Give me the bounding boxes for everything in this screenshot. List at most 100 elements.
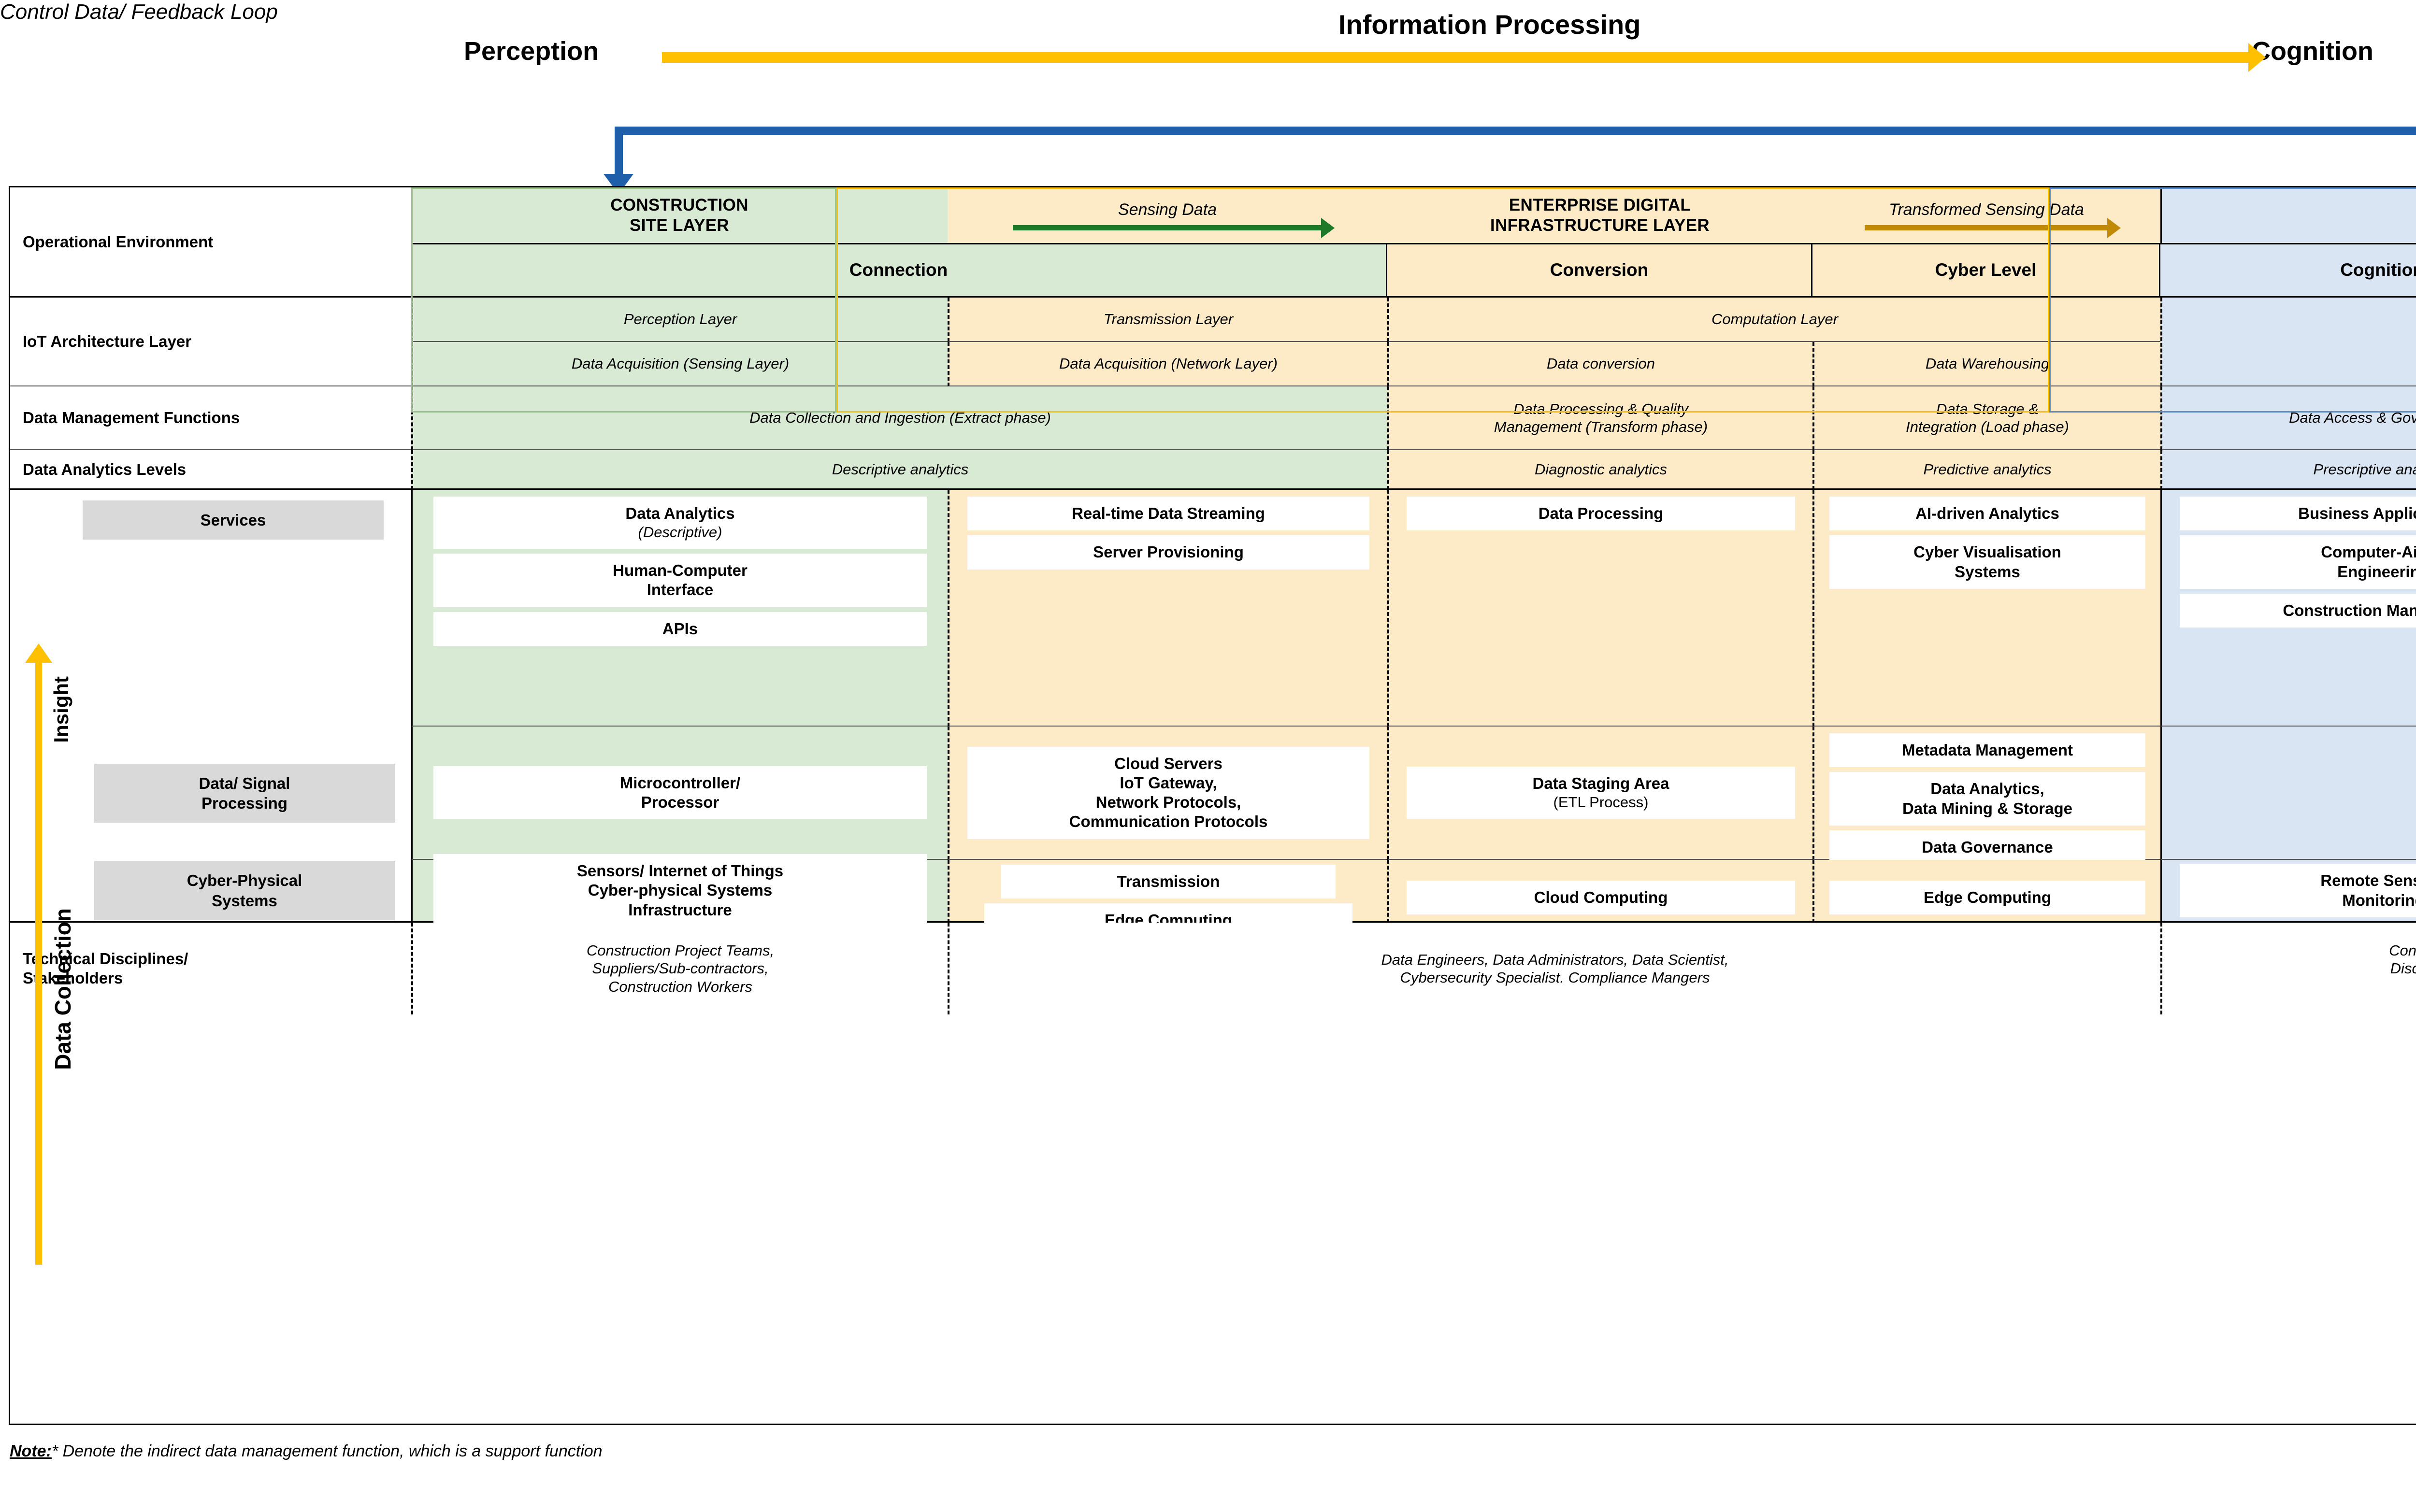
iot-data-warehousing: Data Warehousing [1812, 342, 2160, 386]
dsp-connection-cell: Cloud Servers IoT Gateway, Network Proto… [948, 727, 1387, 860]
td-enterprise-line2: Cybersecurity Specialist. Compliance Man… [1400, 969, 1710, 986]
construction-site-line2: SITE LAYER [630, 215, 729, 235]
services-cyber-cell: AI-driven Analytics Cyber Visualisation … [1812, 490, 2160, 727]
service-box-real-time-data-streaming: Real-time Data Streaming [967, 497, 1370, 531]
service-box-business-applications: Business Applications [2179, 497, 2416, 531]
sensing-data-label: Sensing Data [1118, 200, 1217, 219]
cps-level-cyber: Cyber Level [1812, 244, 2160, 298]
dsp-conversion-cell: Data Staging Area (ETL Process) [1387, 727, 1812, 860]
service-box-server-provisioning: Server Provisioning [967, 535, 1370, 570]
iot-data-acquisition-sensing: Data Acquisition (Sensing Layer) [411, 342, 948, 386]
td-construction-cell: Construction Project Teams, Suppliers/Su… [411, 923, 948, 1014]
td-professional-line3: Stakeholders [2389, 978, 2416, 996]
enterprise-line2: INFRASTRUCTURE LAYER [1490, 215, 1710, 235]
professional-disciplines-layer-header: PROFESSIONAL DISCIPLINES LAYER [2160, 187, 2416, 244]
upward-arrow-icon [25, 643, 52, 1265]
cps-cognition-cell: Remote Sensors Monitoring [2160, 860, 2416, 923]
technical-disciplines-line1: Technical Disciplines/ [23, 950, 188, 968]
iot-construction-application: Construction Application [2160, 298, 2416, 386]
iot-computation-layer: Computation Layer [1387, 298, 2160, 342]
td-professional-cell: Construction Project Management Teams, D… [2160, 923, 2416, 1014]
td-enterprise-cell: Data Engineers, Data Administrators, Dat… [948, 923, 2160, 1014]
dal-descriptive: Descriptive analytics [411, 450, 1387, 490]
transformed-sensing-data-arrow-cell: Transformed Sensing Data [1812, 187, 2160, 244]
cps-connection-cell: Transmission Edge Computing [948, 860, 1387, 938]
construction-site-layer-header: CONSTRUCTION SITE LAYER [411, 187, 948, 244]
td-construction-line2: Suppliers/Sub-contractors, [592, 960, 769, 977]
service-box-human-computer-interface: Human-Computer Interface [433, 554, 927, 607]
row-label-operational-environment: Operational Environment [10, 187, 411, 298]
architecture-matrix: Operational Environment CONSTRUCTION SIT… [9, 186, 2416, 1425]
cps-box-remote-sensors-monitoring: Remote Sensors Monitoring [2179, 864, 2416, 917]
cps-box-sensors-iot-infrastructure: Sensors/ Internet of Things Cyber-physic… [433, 854, 927, 927]
dmf-data-access-governance: Data Access & Governance* [2160, 386, 2416, 450]
cps-box-transmission: Transmission [1001, 865, 1336, 899]
dsp-box-data-staging-area: Data Staging Area (ETL Process) [1406, 766, 1796, 819]
service-box-ai-driven-analytics: AI-driven Analytics [1829, 497, 2146, 531]
cps-conversion-cell: Cloud Computing [1387, 860, 1812, 923]
dal-predictive: Predictive analytics [1812, 450, 2160, 490]
iot-data-acquisition-network: Data Acquisition (Network Layer) [948, 342, 1387, 386]
dmf-load-phase: Data Storage & Integration (Load phase) [1812, 386, 2160, 450]
dal-prescriptive: Prescriptive analytics [2160, 450, 2416, 490]
note: Note:* Denote the indirect data manageme… [10, 1442, 603, 1461]
dmf-transform-phase: Data Processing & Quality Management (Tr… [1387, 386, 1812, 450]
service-box-cyber-visualisation-systems: Cyber Visualisation Systems [1829, 535, 2146, 589]
transformed-sensing-data-arrow-icon [1865, 218, 2121, 239]
band-label-data-signal-processing-cell: Data/ Signal Processing [10, 727, 411, 860]
information-processing-label: Information Processing [1338, 9, 1641, 40]
row-label-data-analytics-levels: Data Analytics Levels [10, 450, 411, 490]
dsp-box-microcontroller-processor: Microcontroller/ Processor [433, 766, 927, 820]
iot-transmission-layer: Transmission Layer [948, 298, 1387, 342]
perception-label: Perception [464, 37, 599, 66]
cps-level-connection: Connection [411, 244, 1387, 298]
cps-box-cloud-computing: Cloud Computing [1406, 880, 1796, 914]
td-professional-line1: Construction Project Management Teams, [2389, 942, 2416, 959]
sensing-data-arrow-cell: Sensing Data [948, 187, 1387, 244]
cognition-label: Cognition [2252, 37, 2373, 66]
services-cognition-cell: Business Applications Computer-Aided Eng… [2160, 490, 2416, 727]
service-box-computer-aided-engineering: Computer-Aided Engineering [2179, 535, 2416, 589]
services-conversion-cell: Data Processing [1387, 490, 1812, 727]
services-connection-cell: Real-time Data Streaming Server Provisio… [948, 490, 1387, 727]
iot-data-conversion: Data conversion [1387, 342, 1812, 386]
feedback-loop-arrow-icon [615, 127, 2416, 135]
dmf-transform-line2: Management (Transform phase) [1494, 418, 1708, 435]
cps-cyber-cell: Edge Computing [1812, 860, 2160, 923]
dsp-box-metadata-management: Metadata Management [1829, 733, 2146, 768]
band-label-services: Services [83, 500, 384, 540]
services-construction-cell: Data Analytics (Descriptive) Human-Compu… [411, 490, 948, 727]
feedback-loop-label: Control Data/ Feedback Loop [0, 0, 278, 24]
enterprise-line1: ENTERPRISE DIGITAL [1509, 195, 1691, 214]
construction-site-line1: CONSTRUCTION [610, 195, 748, 214]
insight-data-collection-axis: Insight Data Collection [10, 643, 75, 1268]
td-enterprise-line1: Data Engineers, Data Administrators, Dat… [1381, 951, 1729, 968]
note-text: * Denote the indirect data management fu… [51, 1442, 603, 1460]
axis-label-data-collection: Data Collection [50, 908, 75, 1070]
row-label-data-management-functions: Data Management Functions [10, 386, 411, 450]
row-label-iot-architecture-layer: IoT Architecture Layer [10, 298, 411, 386]
td-construction-line3: Construction Workers [608, 978, 753, 995]
dal-diagnostic: Diagnostic analytics [1387, 450, 1812, 490]
transformed-sensing-data-label: Transformed Sensing Data [1889, 200, 2084, 219]
service-box-apis: APIs [433, 612, 927, 646]
dmf-transform-line1: Data Processing & Quality [1513, 400, 1688, 417]
feedback-loop-left-segment [615, 127, 623, 180]
band-label-services-cell: Services [10, 490, 411, 727]
cps-level-cognition: Cognition [2160, 244, 2416, 298]
service-box-data-processing: Data Processing [1406, 497, 1796, 531]
axis-label-insight: Insight [50, 676, 72, 743]
dmf-load-line1: Data Storage & [1936, 400, 2039, 417]
enterprise-digital-infrastructure-header: ENTERPRISE DIGITAL INFRASTRUCTURE LAYER [1387, 187, 1812, 244]
dsp-construction-cell: Microcontroller/ Processor [411, 727, 948, 860]
band-label-cyber-physical-cell: Cyber-Physical Systems [10, 860, 411, 923]
dsp-box-data-governance: Data Governance [1829, 830, 2146, 864]
flow-band: Perception Information Processing Cognit… [0, 0, 2416, 194]
td-construction-line1: Construction Project Teams, [586, 942, 775, 959]
dsp-cyber-cell: Metadata Management Data Analytics, Data… [1812, 727, 2160, 864]
note-label: Note: [10, 1442, 52, 1460]
dsp-box-data-analytics-mining-storage: Data Analytics, Data Mining & Storage [1829, 772, 2146, 826]
dmf-load-line2: Integration (Load phase) [1906, 418, 2069, 435]
service-box-construction-management: Construction Management [2179, 593, 2416, 628]
cps-level-conversion: Conversion [1387, 244, 1812, 298]
